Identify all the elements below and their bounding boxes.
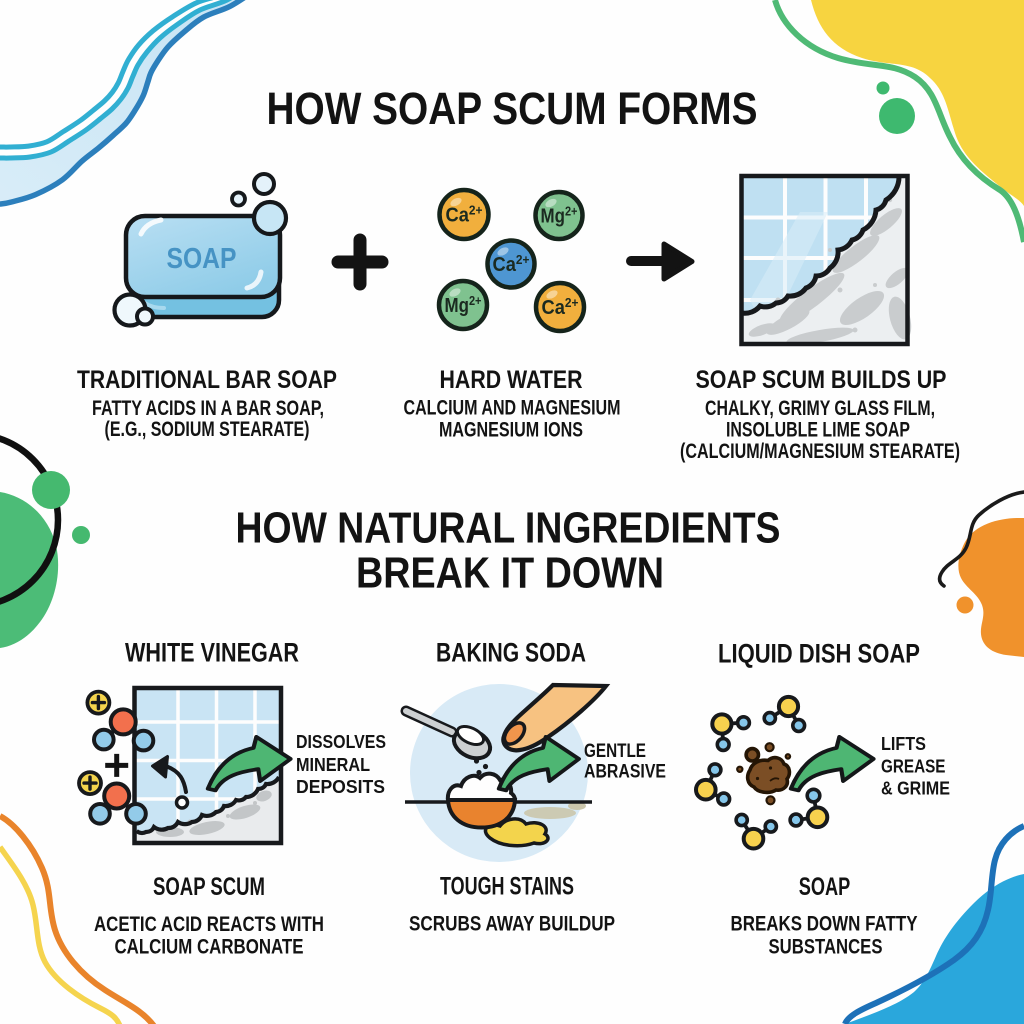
svg-text:(CALCIUM/MAGNESIUM STEARATE): (CALCIUM/MAGNESIUM STEARATE) — [680, 440, 960, 463]
svg-text:SOAP: SOAP — [799, 873, 851, 901]
svg-text:LIFTS: LIFTS — [881, 733, 926, 754]
svg-text:SCRUBS AWAY BUILDUP: SCRUBS AWAY BUILDUP — [409, 913, 615, 936]
svg-text:FATTY ACIDS IN A BAR SOAP,: FATTY ACIDS IN A BAR SOAP, — [92, 397, 324, 420]
svg-text:CALCIUM AND MAGNESIUM: CALCIUM AND MAGNESIUM — [404, 397, 621, 420]
svg-text:TOUGH STAINS: TOUGH STAINS — [440, 873, 574, 901]
svg-text:Ca2+: Ca2+ — [446, 203, 483, 227]
svg-text:CALCIUM CARBONATE: CALCIUM CARBONATE — [115, 936, 304, 959]
svg-text:SUBSTANCES: SUBSTANCES — [769, 936, 883, 959]
svg-text:& GRIME: & GRIME — [881, 778, 950, 799]
svg-text:HOW NATURAL INGREDIENTS: HOW NATURAL INGREDIENTS — [236, 504, 781, 553]
svg-text:TRADITIONAL BAR SOAP: TRADITIONAL BAR SOAP — [77, 366, 337, 394]
svg-text:(E.G., SODIUM STEARATE): (E.G., SODIUM STEARATE) — [105, 418, 310, 441]
svg-text:INSOLUBLE LIME SOAP: INSOLUBLE LIME SOAP — [726, 419, 910, 442]
svg-text:ABRASIVE: ABRASIVE — [584, 762, 666, 783]
svg-text:GREASE: GREASE — [881, 756, 946, 777]
svg-text:DISSOLVES: DISSOLVES — [296, 731, 386, 752]
svg-text:SOAP SCUM: SOAP SCUM — [153, 873, 265, 901]
svg-text:WHITE VINEGAR: WHITE VINEGAR — [125, 638, 299, 668]
svg-text:GENTLE: GENTLE — [584, 741, 646, 762]
svg-text:ACETIC ACID REACTS WITH: ACETIC ACID REACTS WITH — [94, 913, 324, 936]
svg-text:DEPOSITS: DEPOSITS — [296, 776, 385, 797]
svg-text:HOW SOAP SCUM FORMS: HOW SOAP SCUM FORMS — [267, 83, 758, 134]
svg-text:SOAP SCUM BUILDS UP: SOAP SCUM BUILDS UP — [696, 366, 947, 394]
svg-text:BREAKS DOWN FATTY: BREAKS DOWN FATTY — [731, 913, 918, 936]
svg-text:HARD WATER: HARD WATER — [440, 366, 583, 394]
svg-text:MINERAL: MINERAL — [296, 754, 370, 775]
svg-text:MAGNESIUM IONS: MAGNESIUM IONS — [439, 419, 583, 442]
svg-text:BAKING SODA: BAKING SODA — [436, 638, 586, 668]
svg-text:BREAK IT DOWN: BREAK IT DOWN — [356, 549, 664, 598]
svg-text:LIQUID DISH SOAP: LIQUID DISH SOAP — [718, 639, 920, 669]
svg-text:SOAP: SOAP — [167, 243, 237, 275]
svg-text:CHALKY, GRIMY GLASS FILM,: CHALKY, GRIMY GLASS FILM, — [705, 397, 935, 420]
